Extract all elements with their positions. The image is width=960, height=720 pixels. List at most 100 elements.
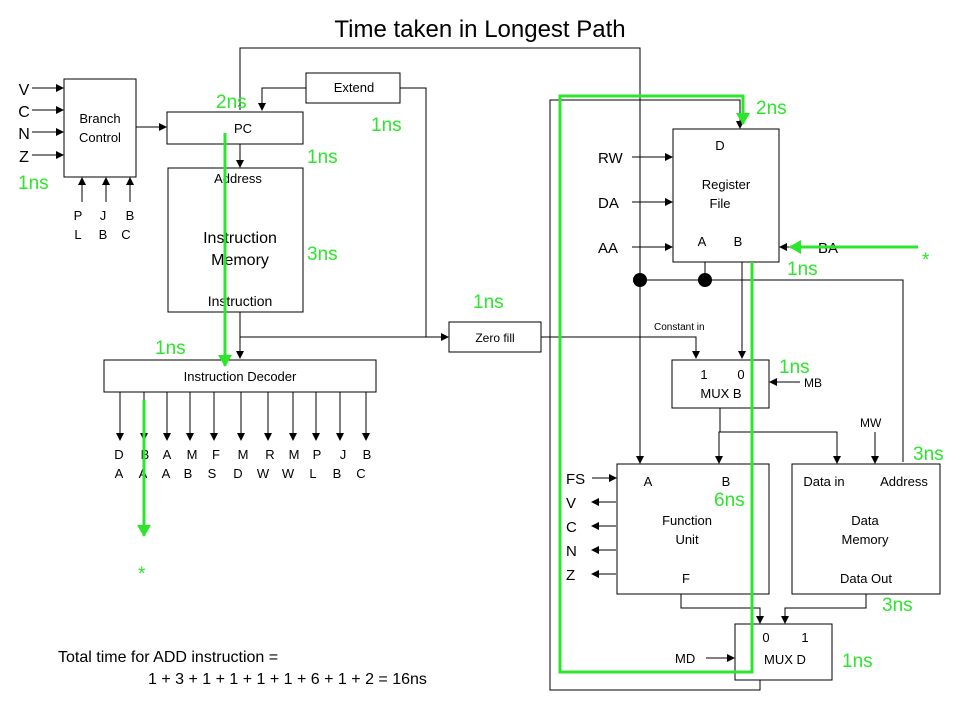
timing-flags: 1ns <box>18 173 49 194</box>
timing-ba: 1ns <box>787 259 818 280</box>
muxd-name-label: MUX D <box>764 652 806 667</box>
timing-fu: 6ns <box>714 490 745 511</box>
regfile-control-labels: RW DA AA BA Constant in MB MW MD <box>598 150 882 666</box>
junction-dot-right <box>698 273 712 287</box>
dec-top-0: D <box>114 447 123 462</box>
timing-imem: 3ns <box>307 244 338 265</box>
timing-zero-fill: 1ns <box>473 292 504 313</box>
dmem-address-label: Address <box>880 474 928 489</box>
branch-in-b: B <box>126 208 135 223</box>
muxd-in1-label: 1 <box>801 630 808 645</box>
dec-bot-9: B <box>333 466 342 481</box>
branch-in-l: L <box>74 227 81 242</box>
mw-label: MW <box>860 416 882 430</box>
dec-bot-5: D <box>233 466 242 481</box>
timing-dmem-in: 3ns <box>913 444 944 465</box>
rw-label: RW <box>598 150 624 167</box>
timing-decoder: 1ns <box>155 338 186 359</box>
constant-in-label: Constant in <box>654 322 705 333</box>
total-line-2: 1 + 3 + 1 + 1 + 1 + 1 + 6 + 1 + 2 = 16ns <box>148 671 427 688</box>
register-file-block: D Register File A B <box>672 128 780 263</box>
extend-block: Extend <box>305 72 401 104</box>
pc-label: PC <box>234 121 252 136</box>
muxb-in0-label: 0 <box>737 367 744 382</box>
star-marker-decoder: * <box>138 564 146 585</box>
flag-n-label: N <box>18 126 30 143</box>
decoder-output-labels: D B A M F M R M P J B A A A B S D W W L … <box>114 447 371 481</box>
star-marker-ba: * <box>922 250 930 271</box>
imem-label-1: Instruction <box>203 230 277 247</box>
dec-bot-7: W <box>282 466 295 481</box>
junction-dot-left <box>633 273 647 287</box>
branch-control-block: Branch Control <box>63 78 137 178</box>
timing-muxd: 1ns <box>842 651 873 672</box>
dec-top-6: R <box>265 447 274 462</box>
md-label: MD <box>675 651 695 666</box>
dec-bot-10: C <box>356 466 365 481</box>
dec-top-5: M <box>238 447 249 462</box>
dec-bot-3: B <box>184 466 193 481</box>
dec-top-8: P <box>313 447 322 462</box>
fu-a-label: A <box>644 474 653 489</box>
total-line-1: Total time for ADD instruction = <box>58 649 278 666</box>
pc-block: PC <box>166 111 304 145</box>
fu-z-label: Z <box>566 567 575 584</box>
dec-bot-2: A <box>162 466 171 481</box>
fu-v-label: V <box>566 495 576 512</box>
imem-label-2: Memory <box>211 252 269 269</box>
branch-control-label-1: Branch <box>79 111 120 126</box>
function-unit-block: A B Function Unit F <box>616 463 770 595</box>
fs-label: FS <box>566 471 585 488</box>
fu-f-label: F <box>682 571 690 586</box>
fu-label-2: Unit <box>675 532 699 547</box>
mux-b-block: 1 0 MUX B <box>671 359 770 409</box>
branch-in-c: C <box>121 227 130 242</box>
dec-top-2: A <box>163 447 172 462</box>
regfile-label-2: File <box>710 196 731 211</box>
aa-label: AA <box>598 240 618 257</box>
muxd-in0-label: 0 <box>762 630 769 645</box>
regfile-b-label: B <box>734 234 743 249</box>
branch-input-labels: P J B L B C <box>74 208 135 242</box>
branch-in-b2: B <box>99 227 108 242</box>
instruction-memory-block: Address Instruction Memory Instruction <box>167 167 304 313</box>
flag-z-label: Z <box>19 149 29 166</box>
zero-fill-label: Zero fill <box>475 331 514 345</box>
page-title: Time taken in Longest Path <box>334 16 625 43</box>
fu-b-label: B <box>722 474 731 489</box>
dmem-datain-label: Data in <box>803 474 844 489</box>
timing-labels: 2ns 1ns 1ns 3ns 1ns 1ns 1ns 2ns 1ns 1ns … <box>18 92 944 672</box>
timing-dmem-out: 3ns <box>882 595 913 616</box>
regfile-d-label: D <box>715 138 724 153</box>
timing-imem-top: 1ns <box>307 147 338 168</box>
branch-in-j: J <box>100 208 107 223</box>
fu-flag-labels: FS V C N Z <box>566 471 585 584</box>
branch-in-p: P <box>74 208 83 223</box>
dec-bot-4: S <box>208 466 217 481</box>
flag-v-label: V <box>19 82 30 99</box>
flag-c-label: C <box>18 104 30 121</box>
dmem-dataout-label: Data Out <box>840 571 892 586</box>
branch-control-label-2: Control <box>79 130 121 145</box>
regfile-label-1: Register <box>702 177 751 192</box>
timing-register: 2ns <box>756 98 787 119</box>
muxb-in1-label: 1 <box>700 367 707 382</box>
dmem-label-1: Data <box>851 513 879 528</box>
decoder-label: Instruction Decoder <box>184 369 297 384</box>
instruction-decoder-block: Instruction Decoder <box>103 359 377 393</box>
dec-top-7: M <box>289 447 300 462</box>
vcnz-left-labels: V C N Z <box>18 82 30 166</box>
dec-top-9: J <box>340 447 347 462</box>
dec-bot-6: W <box>257 466 270 481</box>
dec-top-10: B <box>363 447 372 462</box>
wiring <box>32 47 904 691</box>
fu-label-1: Function <box>662 513 712 528</box>
dmem-label-2: Memory <box>842 532 889 547</box>
dec-bot-0: A <box>115 466 124 481</box>
fu-n-label: N <box>566 543 577 560</box>
dec-bot-8: L <box>309 466 316 481</box>
muxb-name-label: MUX B <box>700 386 741 401</box>
longest-path-highlight <box>137 94 918 674</box>
regfile-a-label: A <box>698 234 707 249</box>
